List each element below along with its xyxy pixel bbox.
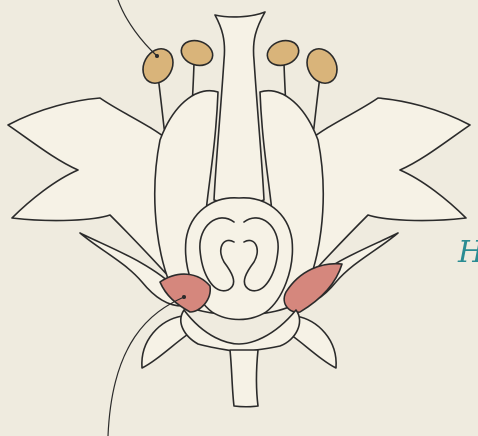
cut-off-label: H xyxy=(458,238,478,268)
anther xyxy=(137,44,179,89)
anther xyxy=(264,37,302,70)
leader-dot-nectary xyxy=(182,295,186,299)
leader-dot-anther xyxy=(155,54,159,58)
leader-line-anther xyxy=(118,0,157,56)
anther xyxy=(178,37,216,70)
pedicel xyxy=(230,350,258,407)
anther xyxy=(301,44,343,89)
style xyxy=(214,12,265,205)
